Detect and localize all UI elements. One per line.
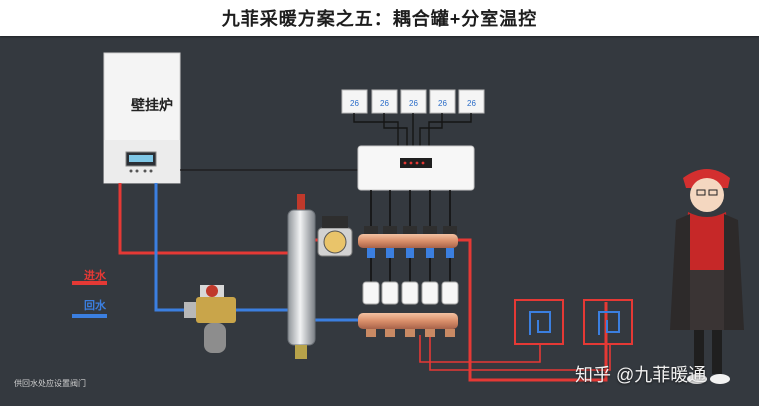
svg-text:26: 26 [380,99,389,108]
floor-heating-loop [514,299,633,345]
boiler-label: 壁挂炉 [131,97,173,113]
svg-text:26: 26 [350,99,359,108]
footnote-text: 供回水处应设置阀门 [14,379,86,388]
supply-pipes [118,183,608,382]
mascot-illustration [670,169,744,384]
circulation-pump [317,216,353,257]
wall-boiler [103,52,181,184]
temperature-controller [357,145,475,191]
actuators [362,281,459,305]
diagram-title: 九菲采暖方案之五：耦合罐+分室温控 [221,9,538,29]
thermostat: 26 [458,89,485,114]
title-bar: 九菲采暖方案之五：耦合罐+分室温控 [0,0,759,36]
thermostat: 26 [429,89,456,114]
thermostat-group: 26 26 26 26 26 [341,89,485,114]
svg-text:26: 26 [409,99,418,108]
svg-text:26: 26 [438,99,447,108]
thermostat-wiring [353,113,472,146]
thermostat: 26 [341,89,368,114]
svg-text:26: 26 [467,99,476,108]
thermostat: 26 [400,89,427,114]
supply-manifold [358,226,458,258]
legend-supply-label: 进水 [84,270,106,282]
legend-return-label: 回水 [84,300,106,312]
thermostat: 26 [371,89,398,114]
coupling-tank [287,194,316,359]
watermark-text: 知乎 @九菲暖通 [575,365,707,385]
return-manifold [358,313,458,337]
filter-valve-assembly [184,285,236,353]
loop-connections [419,335,611,371]
